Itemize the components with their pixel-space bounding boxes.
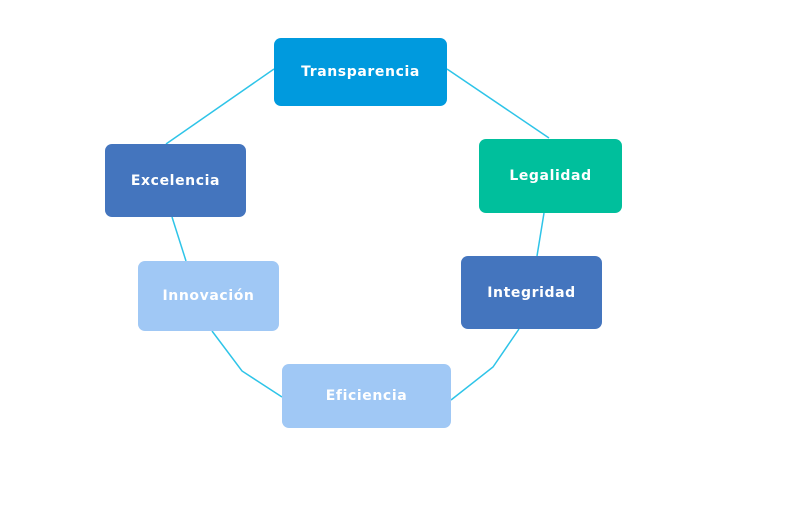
node-integridad: Integridad xyxy=(461,256,602,329)
node-innovacion: Innovación xyxy=(138,261,279,331)
connector-legalidad-integridad xyxy=(536,212,545,257)
node-label: Innovación xyxy=(162,288,255,304)
node-label: Legalidad xyxy=(509,168,592,184)
node-excelencia: Excelencia xyxy=(105,144,246,217)
connector-eficiencia-innovacion xyxy=(211,330,283,398)
node-label: Excelencia xyxy=(130,172,221,189)
connector-integridad-eficiencia xyxy=(450,328,520,401)
node-transparencia: Transparencia xyxy=(274,38,447,106)
node-label: Transparencia xyxy=(301,64,420,80)
node-label: Integridad xyxy=(487,284,576,301)
node-legalidad: Legalidad xyxy=(479,139,622,213)
node-label: Eficiencia xyxy=(325,388,408,404)
connector-excelencia-transparencia xyxy=(165,68,275,145)
node-eficiencia: Eficiencia xyxy=(282,364,451,428)
connector-innovacion-excelencia xyxy=(171,216,187,262)
connector-transparencia-legalidad xyxy=(446,68,550,139)
